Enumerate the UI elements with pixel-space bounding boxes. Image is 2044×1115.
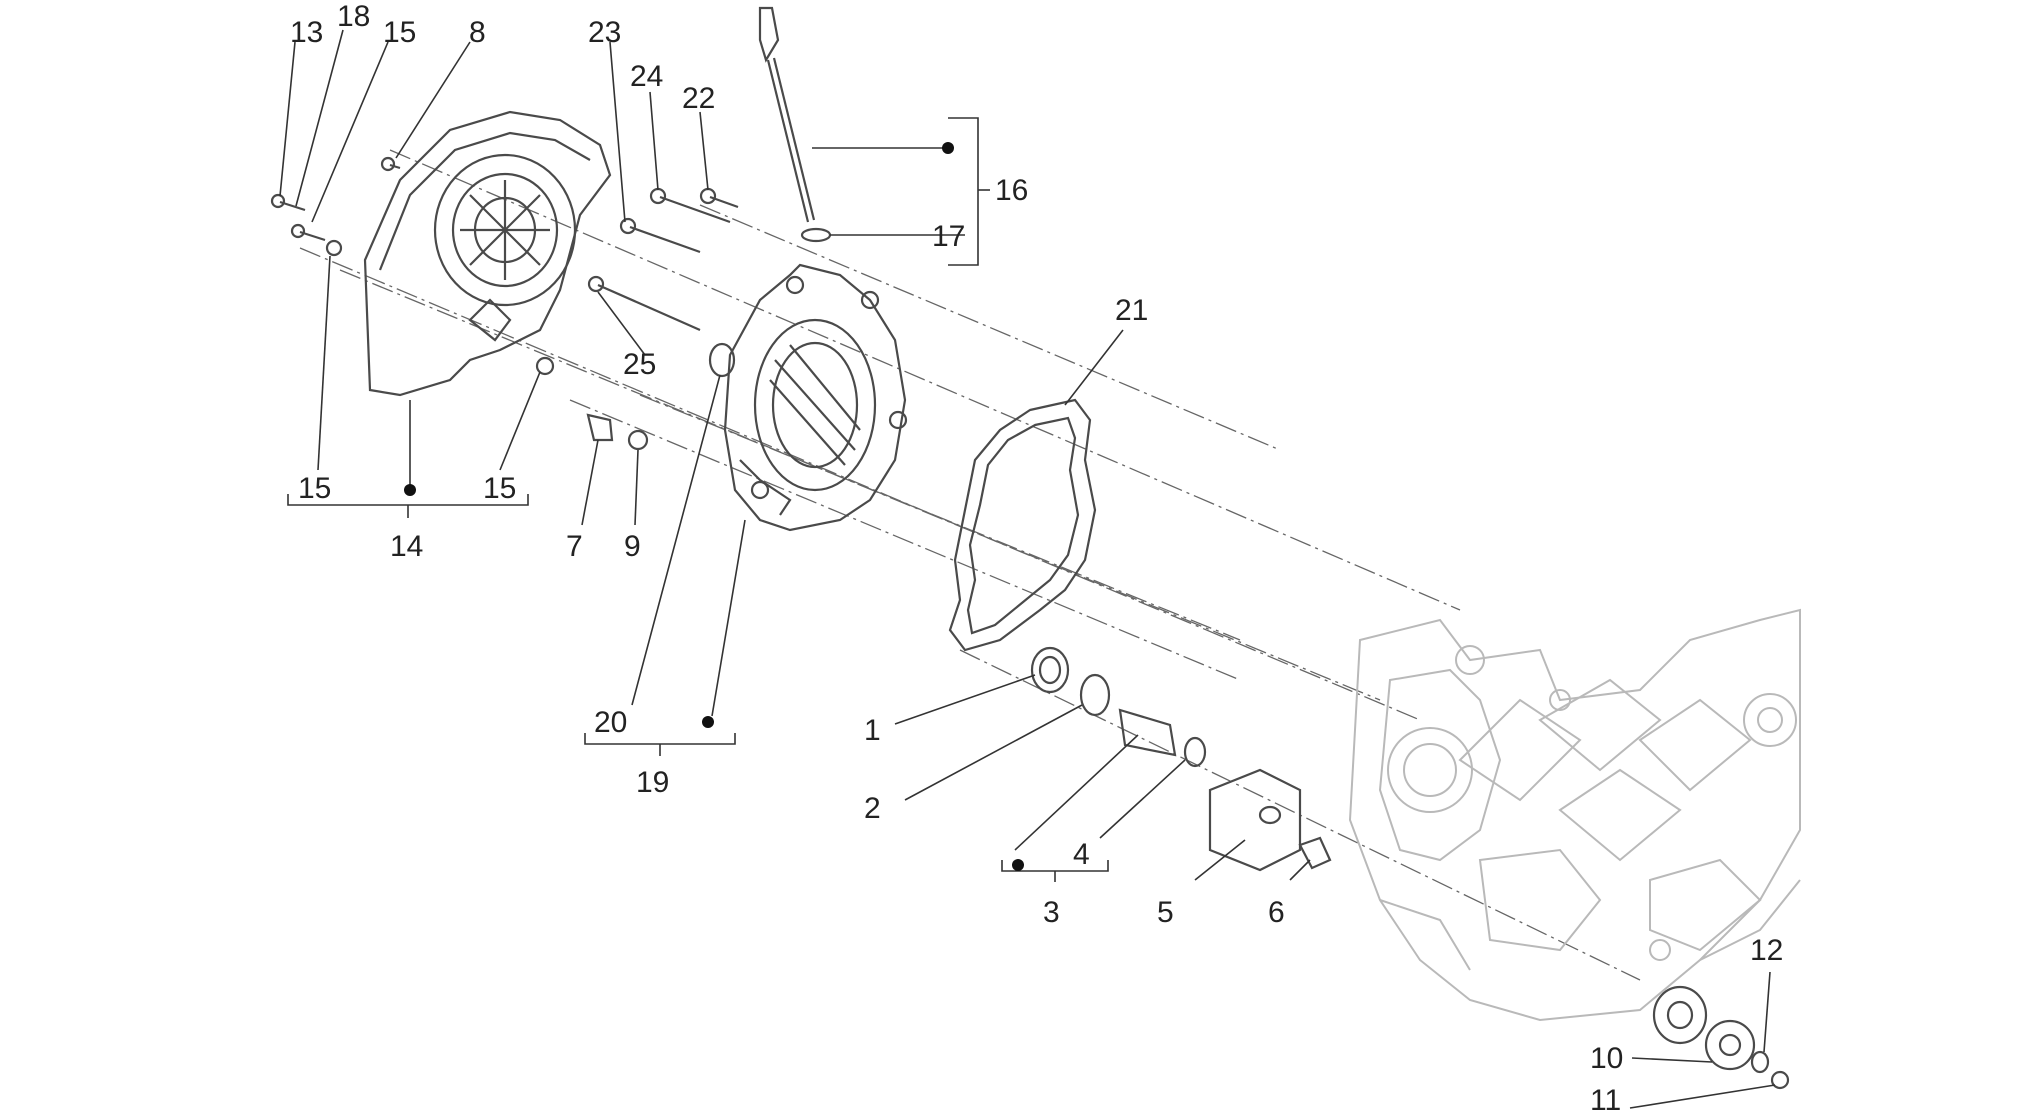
- oil-pump-illustration: [1652, 985, 1770, 1074]
- callout-7: 7: [566, 530, 583, 563]
- callout-11: 11: [1590, 1084, 1621, 1115]
- callout-20: 19: [636, 766, 669, 799]
- callout-5: 5: [1157, 896, 1174, 929]
- crankcase-illustration: [1348, 608, 1801, 1022]
- callout-12: 12: [1750, 934, 1783, 967]
- callout-25: 24: [630, 60, 663, 93]
- callout-1: 1: [864, 714, 881, 747]
- callout-18: 17: [932, 220, 965, 253]
- gasket-illustration: [948, 398, 1097, 652]
- callout-14: 14: [390, 530, 423, 563]
- callout-26: 25: [623, 348, 656, 381]
- leader-lines: [279, 29, 1776, 1109]
- oil-filter-illustration: [1030, 646, 1790, 1090]
- callout-8: 8: [469, 16, 486, 49]
- group-brackets: [287, 117, 1109, 882]
- callout-10: 10: [1590, 1042, 1623, 1075]
- callout-24: 23: [588, 16, 621, 49]
- assembly-axis-lines: [299, 149, 1641, 981]
- callout-16: 15: [383, 16, 416, 49]
- group-dots: [404, 484, 1024, 871]
- callout-15-left: 15: [298, 472, 331, 505]
- callout-4: 4: [1073, 838, 1090, 871]
- callout-13: 13: [290, 16, 323, 49]
- crankcase-cover-illustration: [723, 263, 908, 532]
- callout-6: 6: [1268, 896, 1285, 929]
- callout-19: 18: [337, 0, 370, 33]
- callout-3: 3: [1043, 896, 1060, 929]
- dipstick-illustration: [758, 6, 832, 243]
- flywheel-cover-illustration: [363, 110, 612, 397]
- callout-2: 2: [864, 792, 881, 825]
- callout-15-right: 15: [483, 472, 516, 505]
- callout-labels: 13 18 15 8 23 24 22 16 17 21 25 15 15 14…: [290, 0, 1783, 1115]
- callout-17: 16: [995, 174, 1028, 207]
- callout-23: 22: [682, 82, 715, 115]
- callout-22: 21: [1115, 294, 1148, 327]
- callout-21: 20: [594, 706, 627, 739]
- callout-9: 9: [624, 530, 641, 563]
- bolts-illustration: [270, 156, 739, 451]
